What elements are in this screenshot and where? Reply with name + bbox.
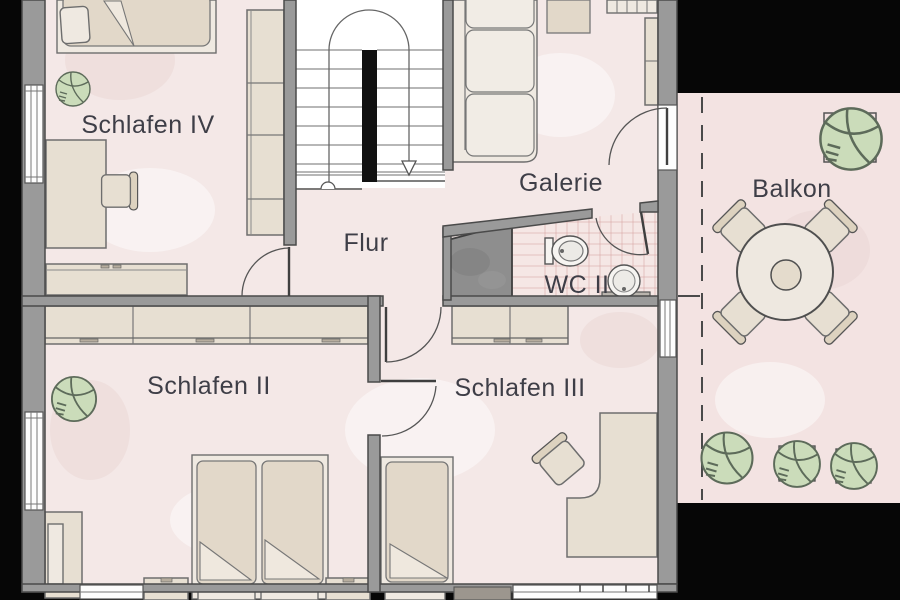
room-label-galerie: Galerie — [519, 169, 603, 197]
sideboard — [45, 263, 188, 296]
stair-down-arrow-icon — [400, 160, 418, 177]
sofa-icon — [442, 0, 538, 163]
bed-icon — [56, 0, 217, 54]
wall-wc-west — [442, 227, 452, 301]
plant-icon — [830, 442, 878, 490]
door-schlafen-iii — [384, 306, 442, 363]
wall-stairwell-east — [442, 0, 454, 171]
plant-icon — [773, 440, 821, 488]
wall-south — [21, 583, 678, 593]
window — [24, 84, 44, 184]
room-galerie — [442, 0, 659, 163]
wall-schlafen-iii-north — [442, 295, 659, 307]
plant-icon — [50, 375, 98, 423]
room-label-schlafen-iii: Schlafen III — [454, 374, 585, 402]
cabinet — [644, 17, 659, 106]
door-balcony — [608, 104, 678, 171]
room-label-balkon: Balkon — [752, 175, 831, 203]
room-label-schlafen-iv: Schlafen IV — [81, 111, 214, 139]
radiator — [453, 586, 512, 600]
plant-icon — [819, 107, 883, 171]
dining-table-icon — [736, 223, 834, 321]
window — [24, 411, 44, 511]
wardrobe — [451, 305, 569, 345]
shelf — [606, 0, 658, 14]
plant-icon — [55, 71, 91, 107]
wall-east — [657, 0, 678, 585]
stair-divider — [362, 50, 377, 182]
desk — [45, 139, 107, 249]
chair-icon — [100, 171, 139, 211]
wall-stairwell-west — [283, 0, 297, 246]
door-bedroom-connecting — [381, 379, 437, 437]
double-bed-icon — [191, 454, 329, 600]
doors — [241, 104, 678, 437]
wardrobe — [246, 9, 285, 236]
wall-bedroom-divider-upper — [367, 295, 381, 383]
wall-bedroom-divider-lower — [367, 434, 381, 593]
stair-guide-line — [328, 9, 410, 188]
room-labels: Schlafen IV Flur Galerie WC II Balkon Sc… — [81, 111, 831, 402]
single-bed-icon — [380, 456, 454, 600]
window — [79, 584, 144, 600]
room-balkon — [678, 97, 883, 500]
room-schlafen-ii — [44, 305, 371, 600]
pouf — [546, 0, 591, 34]
wall-schlafen-ii-north — [21, 295, 384, 307]
wardrobe — [44, 305, 369, 345]
stairs — [296, 0, 445, 190]
toilet-icon — [544, 235, 589, 267]
room-label-schlafen-ii: Schlafen II — [147, 372, 271, 400]
wall-wc-east-piece — [639, 200, 659, 213]
room-label-wc-ii: WC II — [545, 271, 610, 299]
windows — [24, 84, 677, 600]
corner-desk — [566, 412, 658, 558]
window — [512, 584, 658, 600]
sink-icon — [601, 264, 651, 300]
room-schlafen-iii — [380, 305, 658, 600]
door-schlafen-iv — [241, 247, 291, 297]
window — [659, 299, 677, 358]
wall-wc-diagonal — [442, 208, 593, 238]
room-schlafen-iv — [45, 0, 285, 296]
door-wc — [595, 211, 650, 256]
plant-icon — [700, 431, 754, 485]
room-label-flur: Flur — [343, 229, 388, 257]
